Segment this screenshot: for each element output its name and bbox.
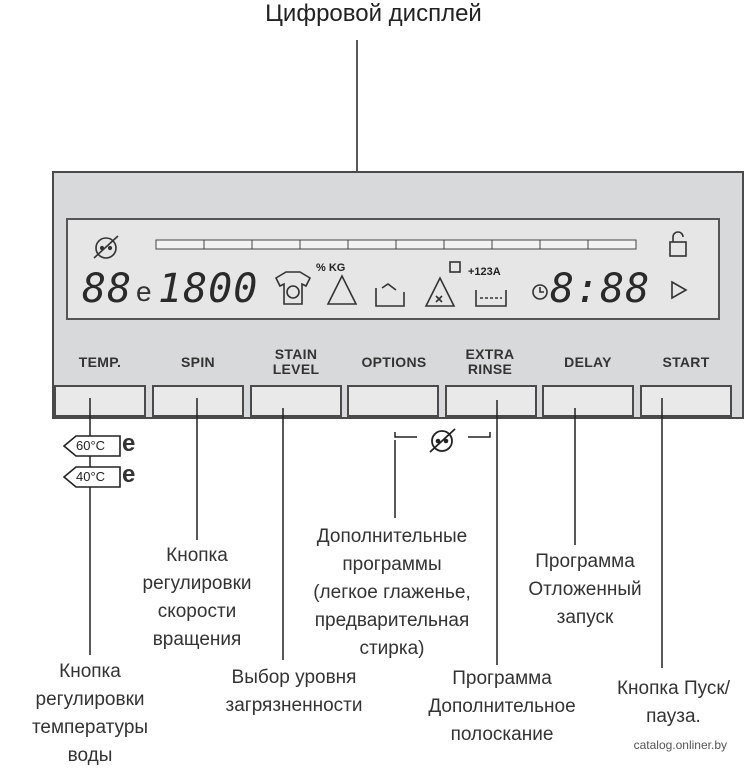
watermark: catalog.onliner.by [633,738,727,752]
options-button[interactable] [347,385,439,417]
child-face-icon [93,235,119,259]
diagram-title: Цифровой дисплей [265,0,482,27]
digital-display [66,218,720,320]
label-delay: DELAY [564,353,612,370]
spin-button[interactable] [152,385,244,417]
lcd-time: 8:88 [550,266,651,312]
caption-extra-rinse: Программа Дополнительное полоскание [428,668,576,745]
tag-60c-eco: e [122,430,136,457]
child-face-icon-options [429,428,456,453]
padlock-icon [669,231,687,257]
label-options: OPTIONS [361,353,427,370]
percent-kg-label: % KG [316,262,346,274]
caption-start: Кнопка Пуск/ пауза. [616,678,731,727]
temp-button[interactable] [54,385,146,417]
label-stain-level: STAIN LEVEL [272,346,320,377]
easy-iron-icon [424,261,461,307]
caption-delay: Программа Отложенный запуск [528,551,642,628]
prewash-tub-icon [375,283,405,307]
label-temp: TEMP. [78,353,122,370]
lcd-temperature: 88 [82,266,133,312]
tag-60c: 60°C [76,438,106,453]
lcd-spin-speed: 1800 [158,266,259,312]
caption-stain: Выбор уровня загрязненности [225,667,363,716]
extra-rinse-icon [475,290,507,307]
stain-level-button[interactable] [250,385,342,417]
caption-spin: Кнопка регулировки скорости вращения [142,545,252,650]
tag-40c: 40°C [76,469,106,484]
tag-40c-eco: e [122,461,136,488]
display-graphics [93,231,688,307]
label-start: START [662,353,710,370]
caption-temp: Кнопка регулировки температуры воды [31,661,149,766]
stain-triangle-icon [326,274,358,305]
shirt-icon [274,271,312,305]
play-icon [671,280,688,300]
extra-rinse-button[interactable] [445,385,537,417]
extra-rinse-symbol: +123A [468,266,501,278]
eco-symbol: e [136,276,152,307]
start-button[interactable] [640,385,732,417]
label-spin: SPIN [181,353,215,370]
delay-clock-icon [532,284,548,300]
delay-button[interactable] [542,385,634,417]
caption-options: Дополнительные программы (легкое глажень… [313,526,471,659]
label-extra-rinse: EXTRA RINSE [465,346,515,377]
